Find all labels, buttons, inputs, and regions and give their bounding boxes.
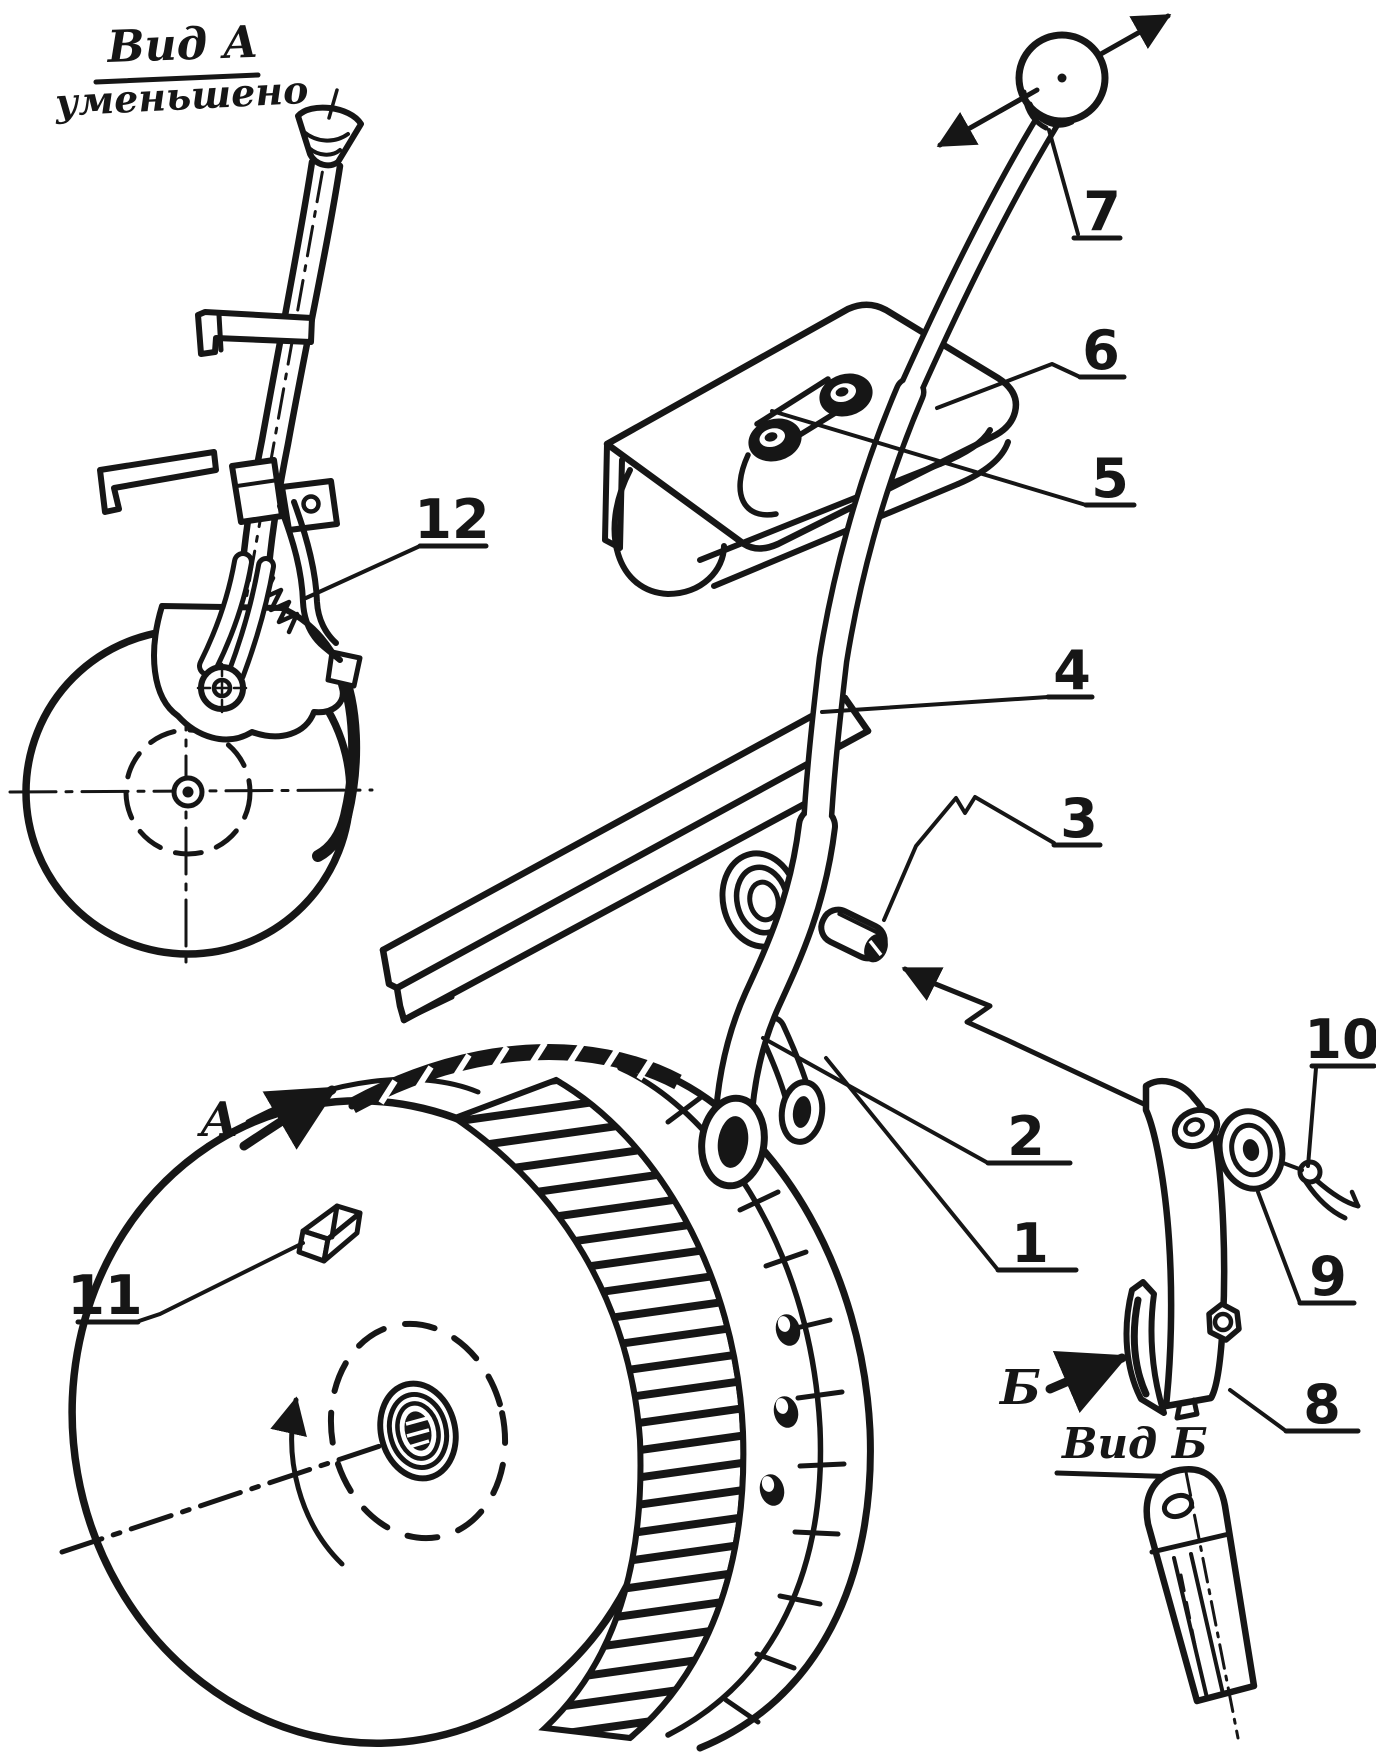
part-label-1: 1: [1011, 1212, 1049, 1275]
cotter-pin: [1297, 1159, 1361, 1221]
leader-10: [1306, 1066, 1318, 1168]
view-a-upper-hook-bar: [195, 309, 315, 357]
part-label-11: 11: [67, 1264, 142, 1327]
part-label-3: 3: [1060, 787, 1098, 850]
drum-top-band-slashes: [378, 1040, 656, 1105]
view-a-direction-letter: А: [197, 1092, 239, 1148]
drum-rim-holes: [759, 1314, 801, 1506]
lever-knob: [936, 13, 1172, 148]
view-a-axle-dot: [182, 786, 194, 798]
rotation-arrow: [270, 1396, 345, 1567]
leader-9: [1256, 1190, 1302, 1305]
view-a-fork: [196, 551, 276, 714]
view-a-assembly: Вид А уменьшено: [8, 17, 374, 968]
bracket-eye: [1171, 1106, 1221, 1150]
drum-top-band: [348, 1044, 682, 1114]
view-a-wheel-bracket: [151, 603, 346, 743]
view-a-latch-shoe: [312, 662, 361, 862]
washer: [1216, 1108, 1286, 1192]
view-a-funnel-knob: [295, 88, 364, 169]
view-a-subtitle: уменьшено: [53, 67, 309, 125]
leader-4: [820, 695, 1050, 714]
drum-axis-line: [59, 1437, 401, 1555]
leader-7: [1047, 128, 1080, 236]
view-b-direction-arrow: [1045, 1351, 1129, 1414]
hex-bolt: [1206, 1301, 1242, 1343]
view-a-rod-right-edge: [265, 162, 344, 570]
view-b-direction-letter: Б: [998, 1360, 1041, 1416]
leader-6: [935, 362, 1082, 410]
leader-5: [770, 409, 1088, 507]
mounting-bracket: [602, 301, 1020, 597]
latch-shoe: [1123, 1279, 1167, 1416]
part-label-2: 2: [1007, 1105, 1045, 1168]
view-a-direction-arrow: [239, 1085, 338, 1151]
leader-3: [882, 795, 1056, 922]
leader-1: [824, 1056, 1000, 1272]
part-label-10: 10: [1304, 1008, 1376, 1071]
lever-far-prong: [757, 1015, 826, 1145]
drive-wedge: [296, 1203, 363, 1264]
view-b-title: Вид Б: [1061, 1419, 1208, 1468]
drum-far-face: [556, 1080, 871, 1748]
leader-12: [304, 544, 422, 600]
view-a-title: Вид А: [105, 17, 260, 73]
main-assembly: [59, 13, 1195, 1752]
view-b-part-hole: [1161, 1492, 1195, 1520]
view-b-part: [1143, 1466, 1258, 1740]
leader-11: [134, 1241, 305, 1324]
part-label-12: 12: [414, 488, 489, 551]
leader-8: [1228, 1388, 1288, 1433]
leader-2: [761, 1036, 990, 1165]
view-a-title-underline: [93, 72, 261, 85]
control-lever: [698, 101, 1065, 1190]
part-label-7: 7: [1083, 180, 1121, 243]
exploded-fasteners: Б Вид Б: [998, 1077, 1361, 1480]
roller-drum: [59, 1040, 874, 1752]
part-label-9: 9: [1309, 1245, 1347, 1308]
locking-pin: [818, 906, 888, 963]
part-label-4: 4: [1053, 639, 1091, 702]
rubber-grommet-right: [819, 373, 873, 417]
part-label-5: 5: [1091, 447, 1129, 510]
rubber-grommet-left: [748, 418, 802, 462]
callouts: 7 6 5 4 3 2 1 11 12 10: [67, 128, 1376, 1436]
drum-bolt-circle-dashed: [327, 1320, 509, 1542]
part-label-8: 8: [1303, 1373, 1341, 1436]
part-label-6: 6: [1082, 319, 1120, 382]
beam-angle-iron: [379, 694, 872, 1024]
drum-hub: [377, 1380, 459, 1482]
